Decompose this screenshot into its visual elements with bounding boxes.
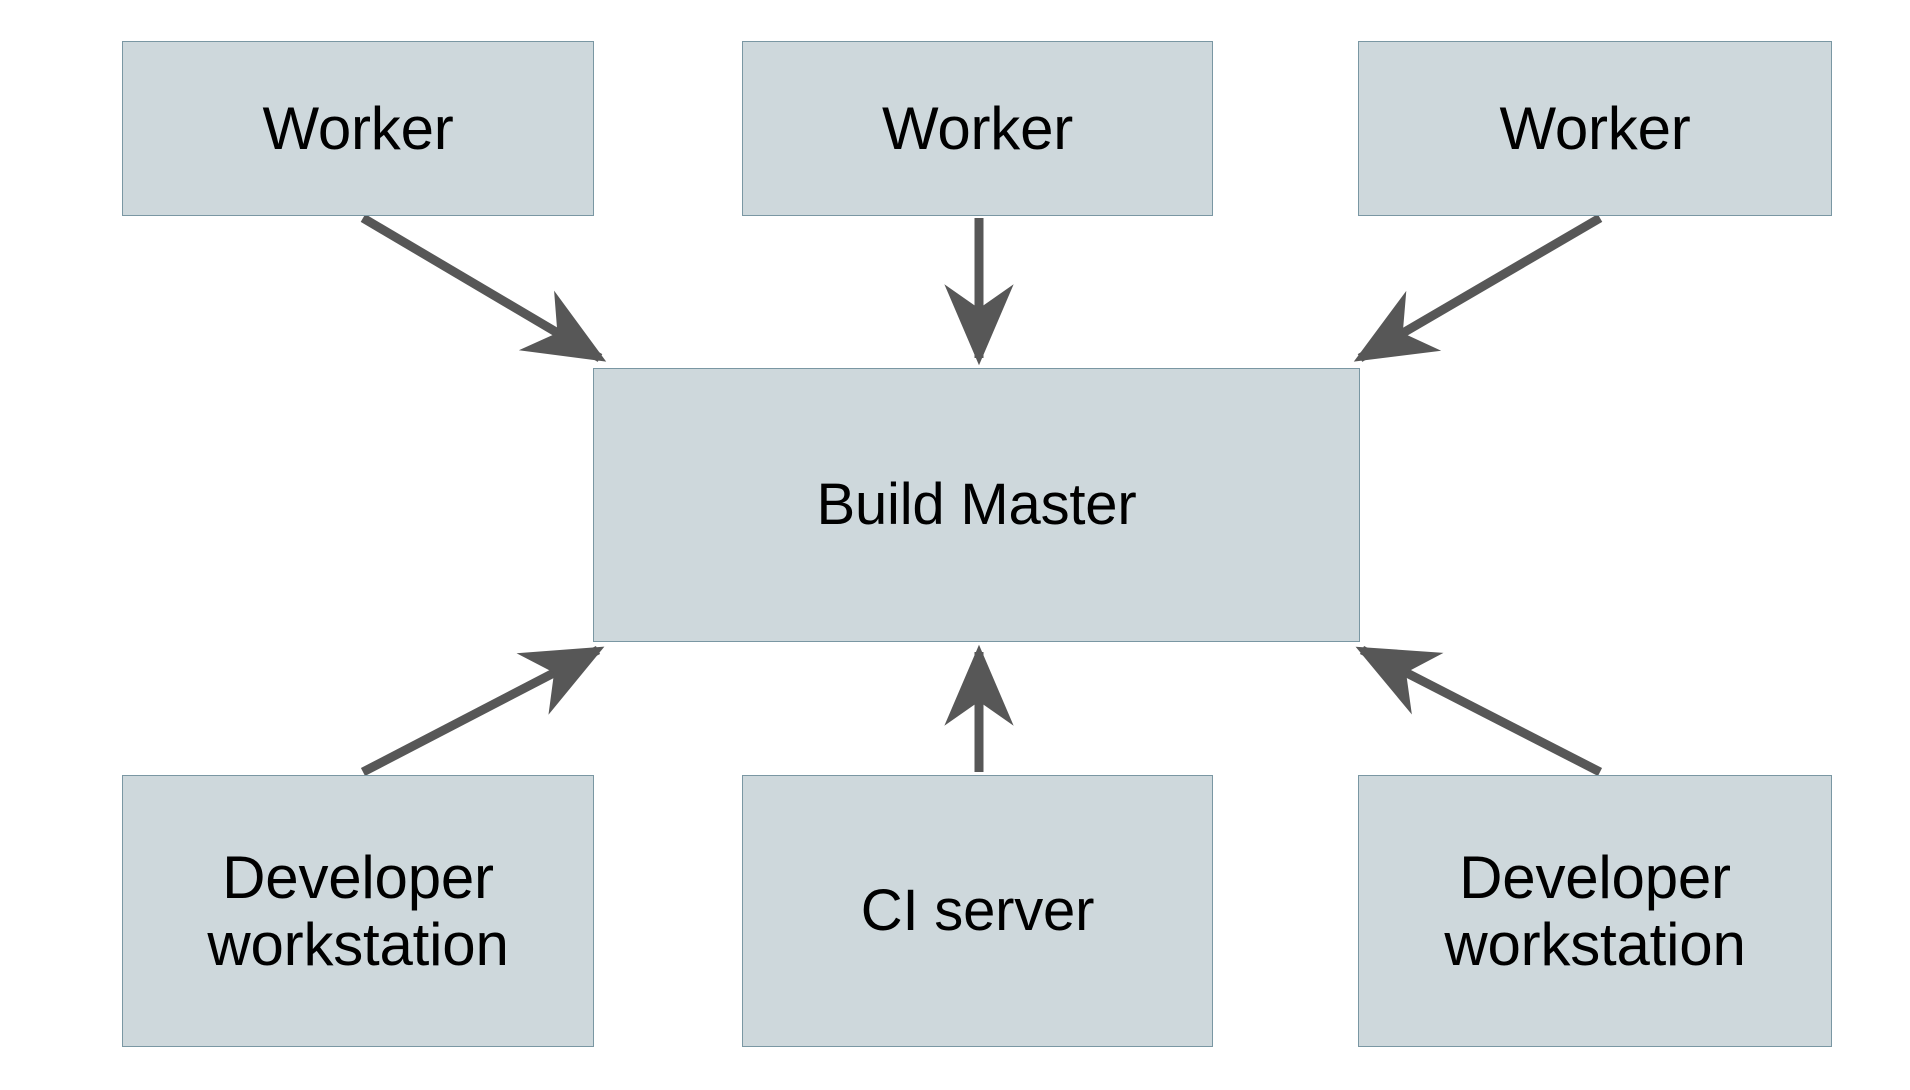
- node-worker-3[interactable]: Worker: [1358, 41, 1832, 216]
- node-ci-server-label: CI server: [860, 877, 1095, 943]
- node-developer-workstation-right[interactable]: Developer workstation: [1358, 775, 1832, 1047]
- node-developer-workstation-right-label: Developer workstation: [1444, 843, 1746, 978]
- edge-worker-3-to-build-master: [1353, 214, 1603, 362]
- node-worker-1-label: Worker: [262, 94, 454, 162]
- node-worker-1[interactable]: Worker: [122, 41, 594, 216]
- node-ci-server[interactable]: CI server: [742, 775, 1213, 1047]
- node-worker-2-label: Worker: [881, 94, 1074, 162]
- node-worker-3-label: Worker: [1499, 94, 1691, 162]
- edge-dev-ws-2-to-build-master: [1355, 645, 1603, 777]
- edge-worker-1-to-build-master: [360, 214, 607, 362]
- node-build-master-label: Build Master: [816, 471, 1137, 537]
- node-developer-workstation-left[interactable]: Developer workstation: [122, 775, 594, 1047]
- node-developer-workstation-left-label: Developer workstation: [207, 843, 509, 978]
- edge-dev-ws-1-to-build-master: [360, 646, 605, 776]
- node-worker-2[interactable]: Worker: [742, 41, 1213, 216]
- node-build-master[interactable]: Build Master: [593, 368, 1360, 642]
